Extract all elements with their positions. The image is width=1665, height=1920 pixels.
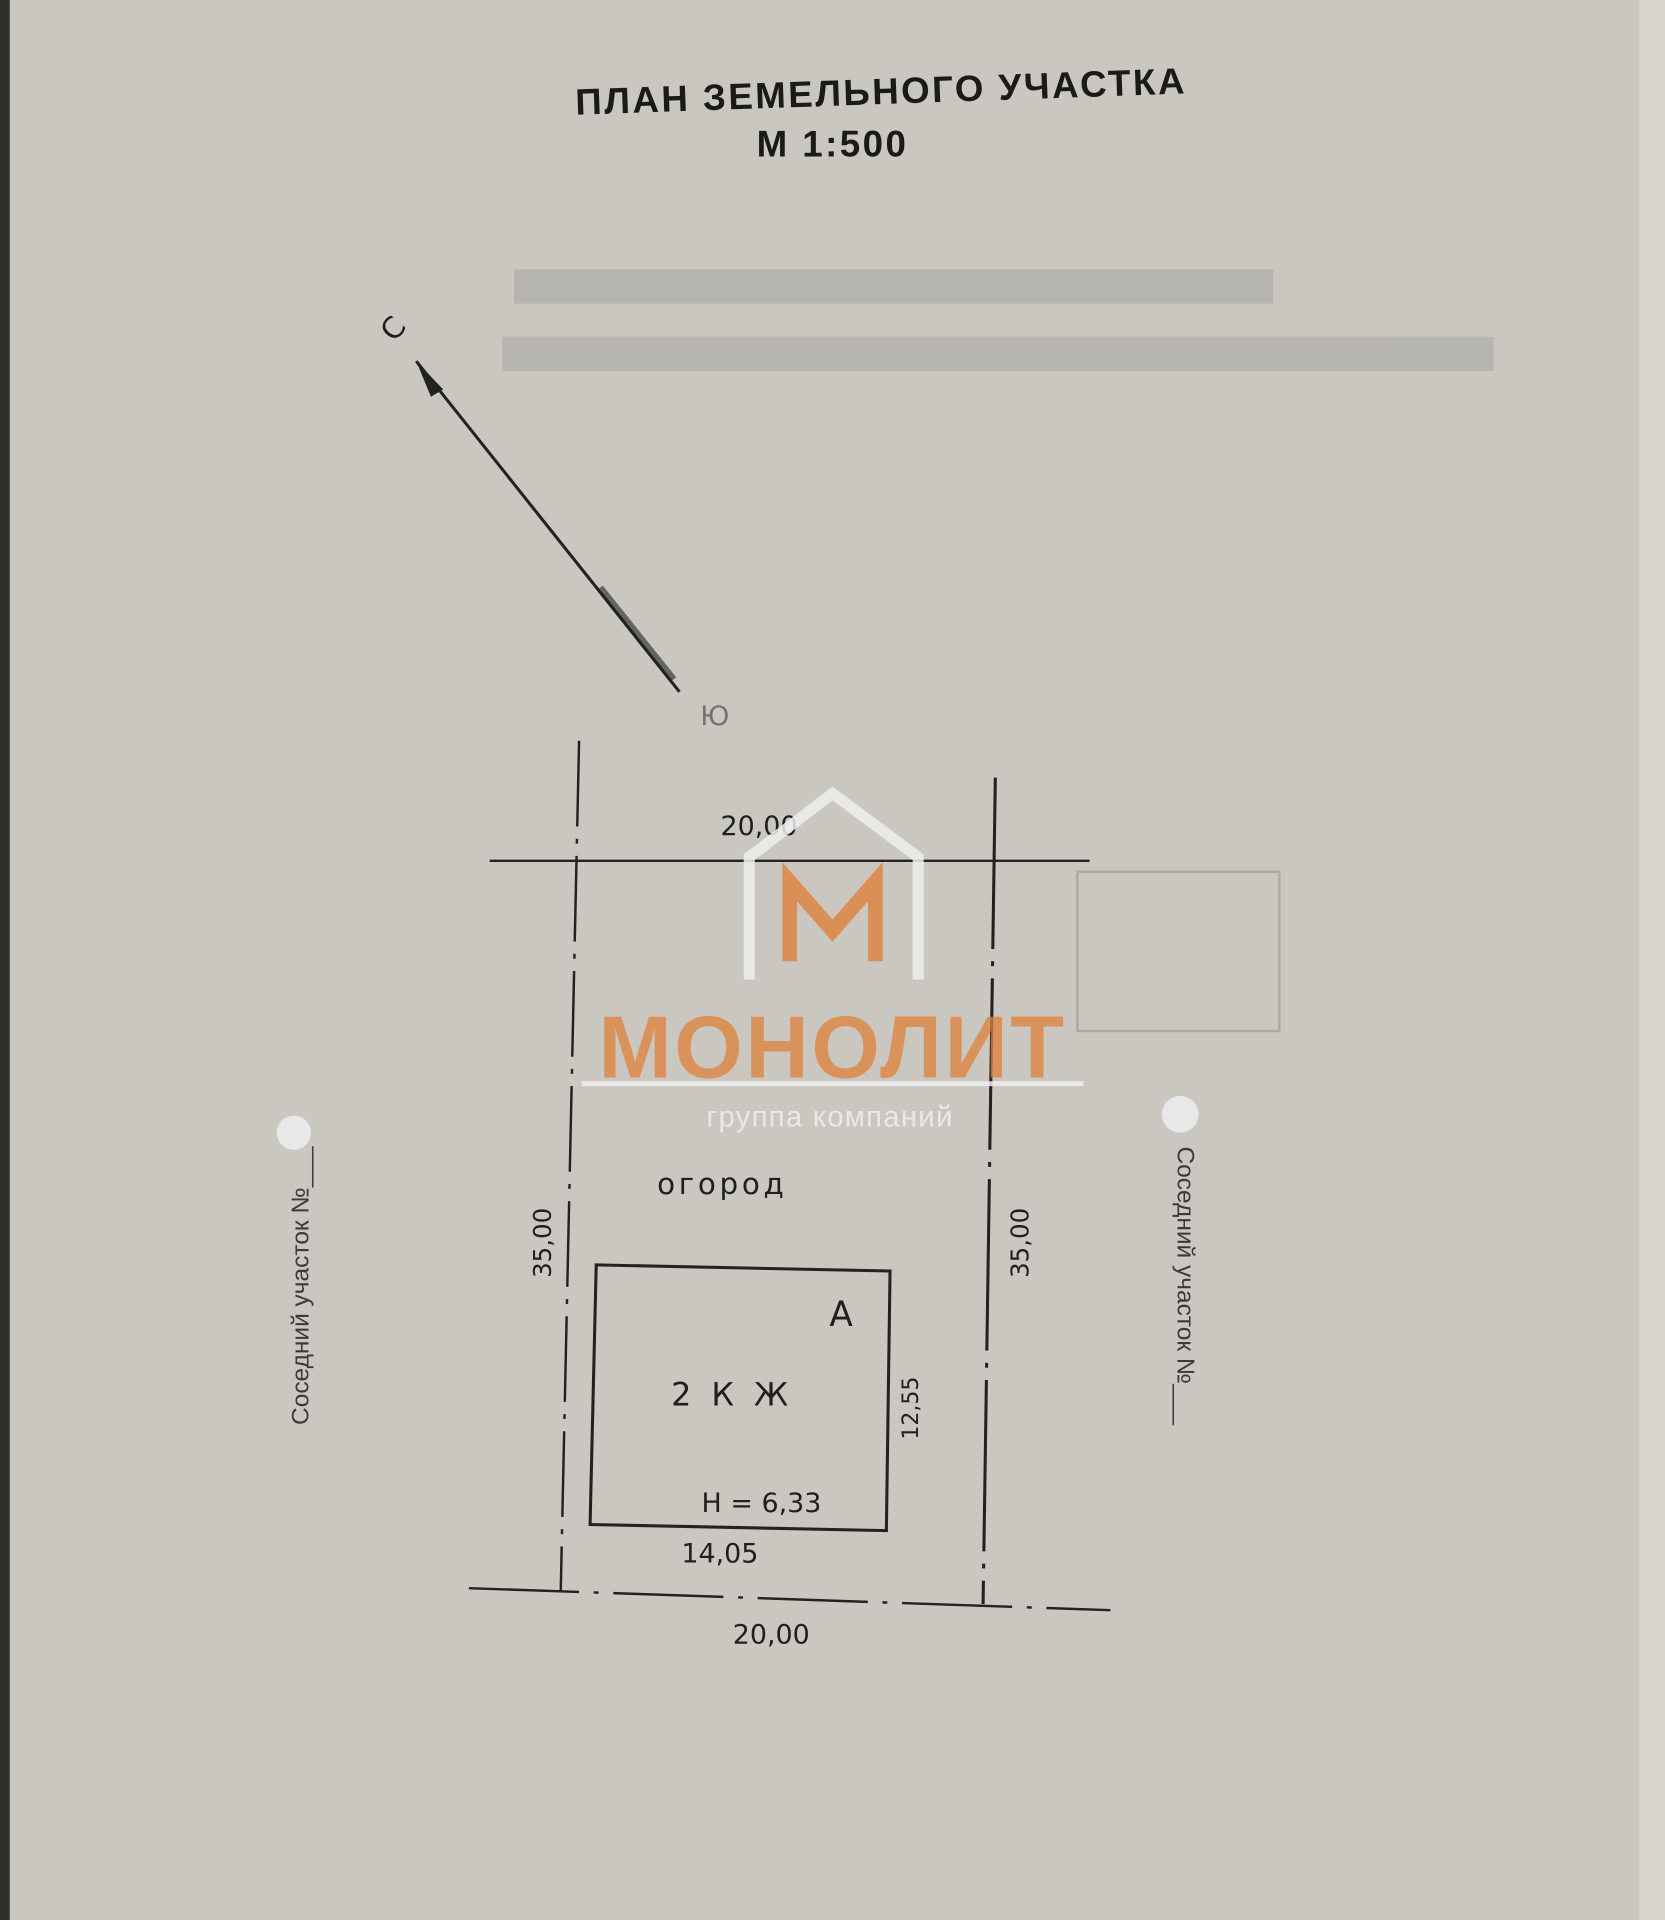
building-depth: 12,55: [899, 1377, 924, 1440]
watermark-tagline: группа компаний: [707, 1101, 954, 1134]
watermark-brand: МОНОЛИТ: [598, 998, 1066, 1097]
south-label: Ю: [700, 701, 729, 732]
building-letter: А: [829, 1295, 853, 1335]
paper-edge: [1638, 0, 1665, 1920]
redaction-dot: [1161, 1095, 1199, 1133]
building-type: 2 К Ж: [671, 1376, 793, 1414]
bottom-width-label: 20,00: [733, 1619, 810, 1650]
garden-label: огород: [657, 1167, 787, 1201]
scale-label: М 1:500: [757, 124, 909, 165]
building-height: H = 6,33: [702, 1488, 822, 1519]
right-length-label: 35,00: [1005, 1208, 1034, 1278]
faint-backprint: [501, 269, 1494, 372]
neighbor-left-label: Соседний участок №___: [288, 1146, 315, 1425]
faint-stamp: [1076, 870, 1281, 1033]
north-arrow-icon: [415, 360, 681, 693]
building-outline: [588, 1263, 892, 1533]
plot-boundary: [468, 740, 1111, 1612]
watermark-logo: МОНОЛИТ группа компаний: [581, 786, 1084, 1134]
left-length-label: 35,00: [528, 1208, 557, 1278]
building-width: 14,05: [681, 1538, 758, 1569]
redaction-dot: [276, 1115, 311, 1150]
neighbor-right-label: Соседний участок №___: [1172, 1146, 1199, 1425]
